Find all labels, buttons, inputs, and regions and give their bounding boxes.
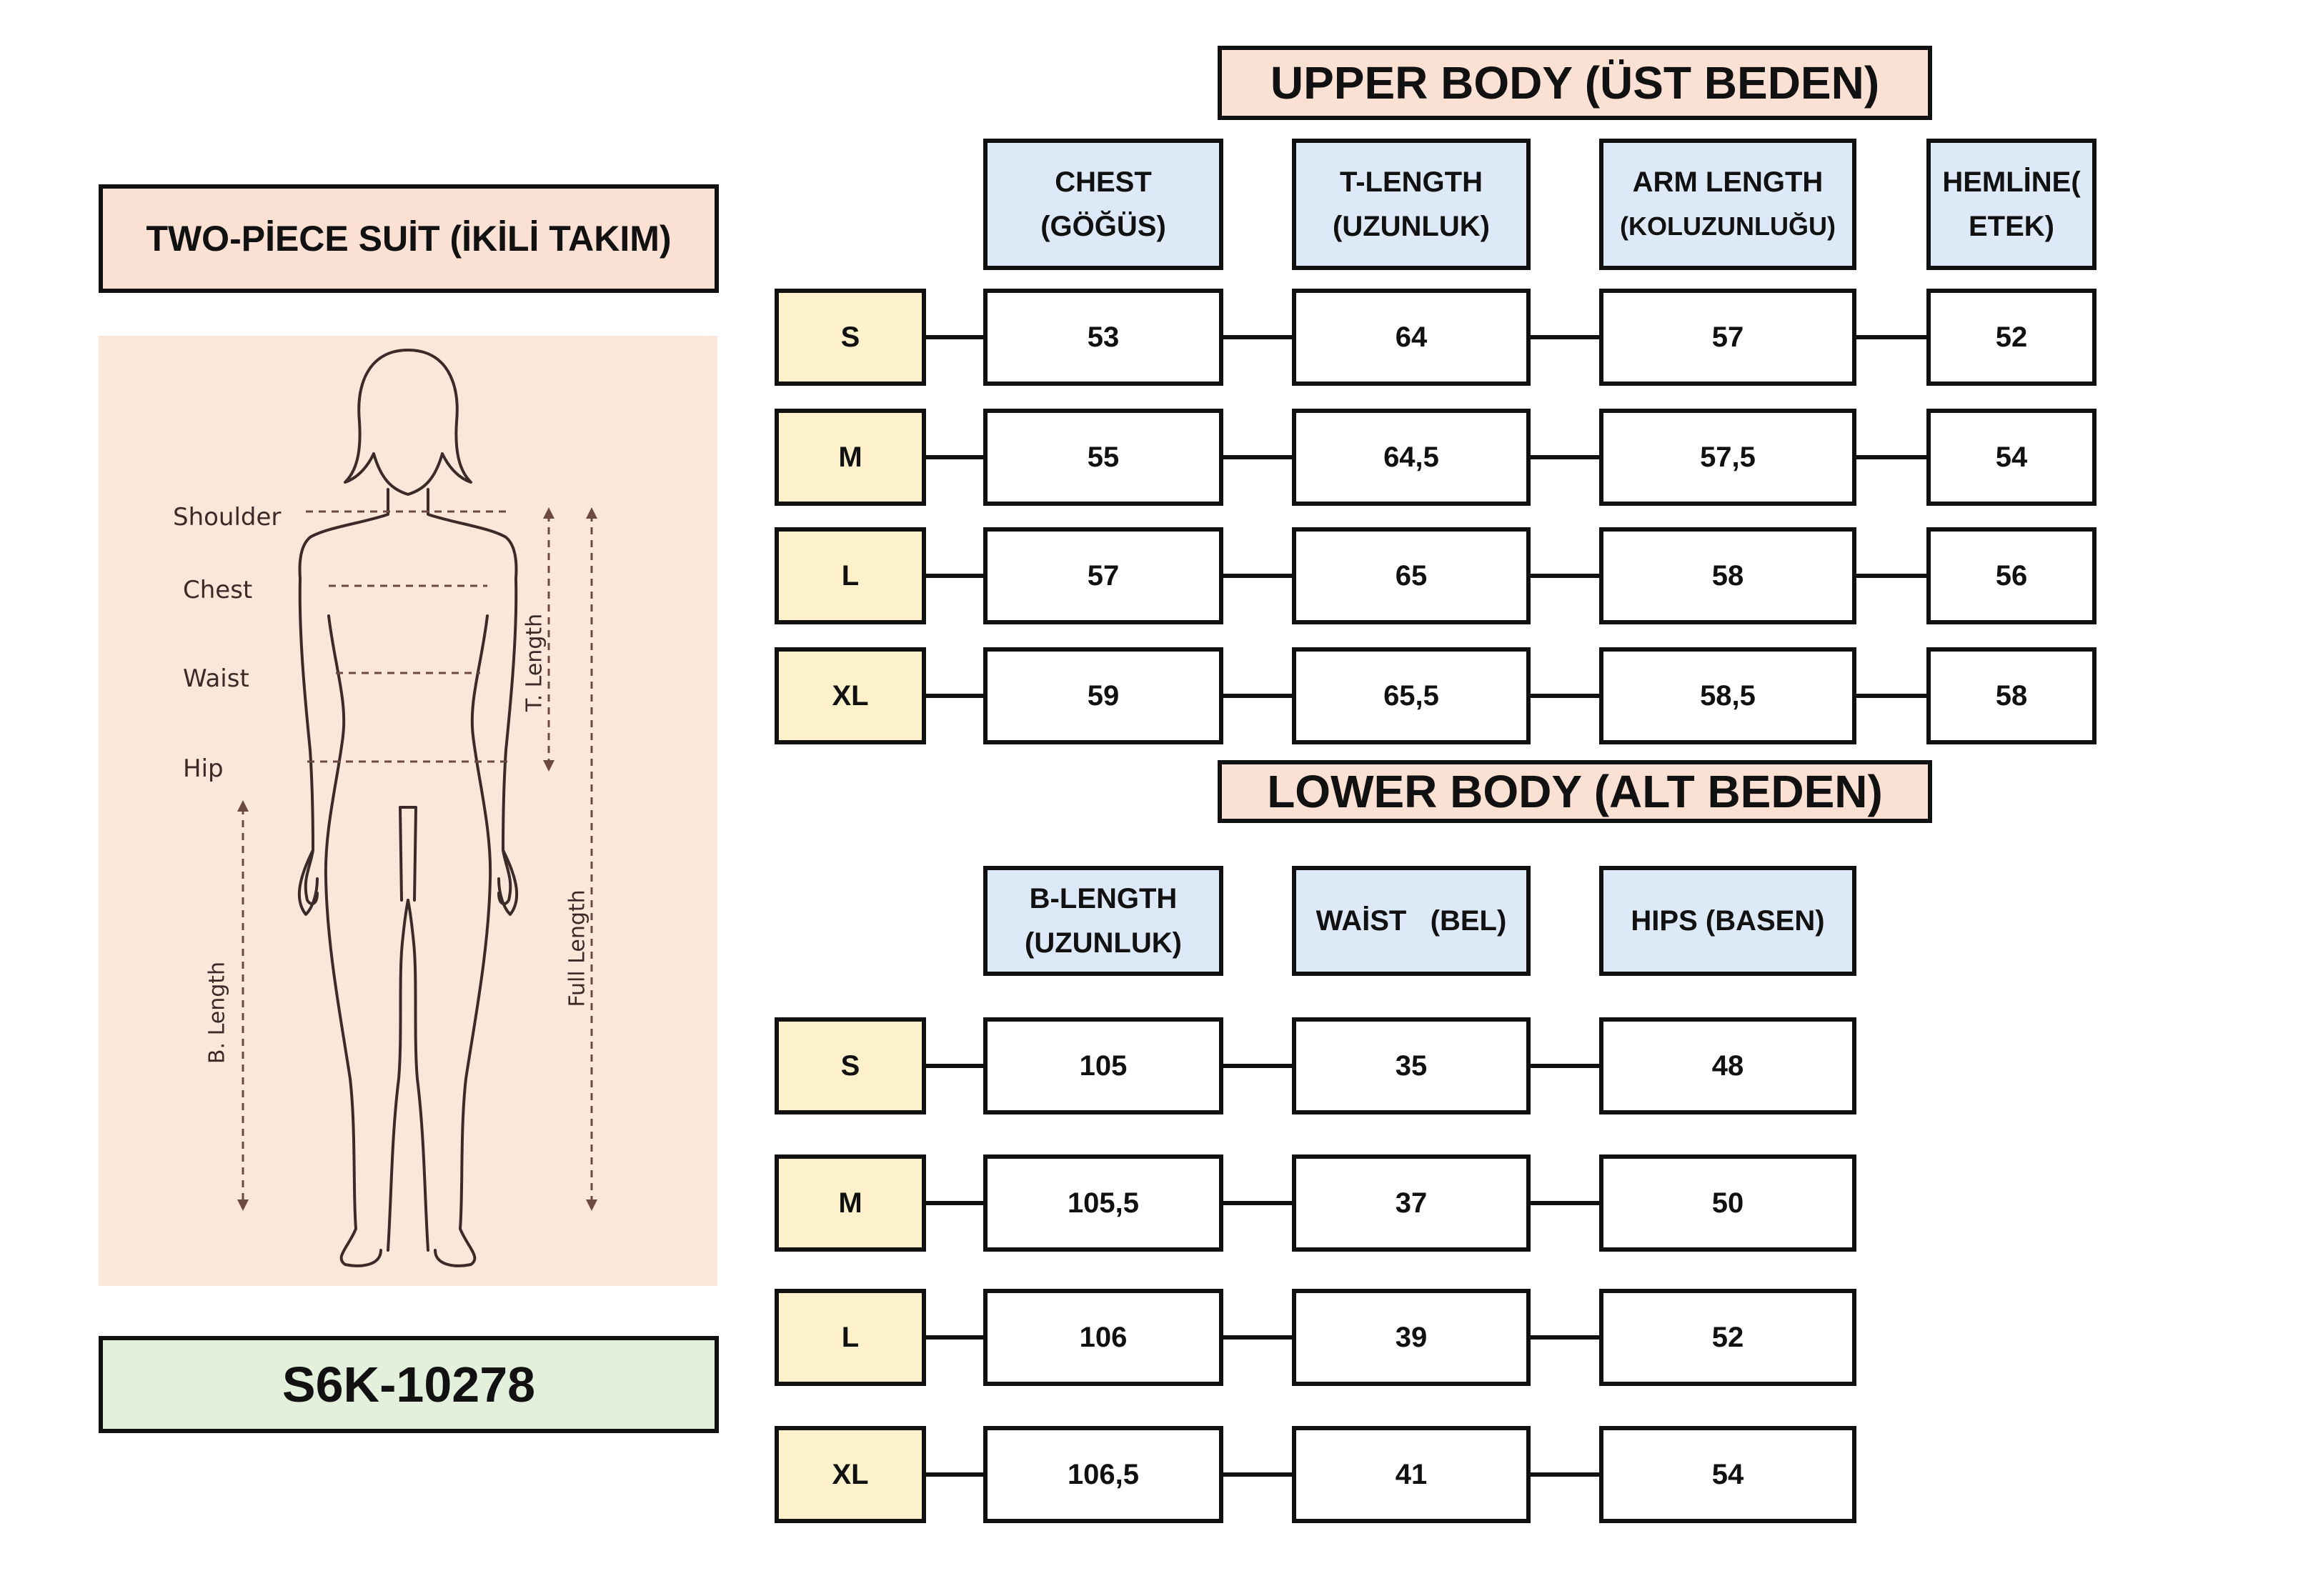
label-full-length: Full Length — [564, 889, 590, 1007]
connector-line — [1856, 455, 1926, 459]
upper-cell: 59 — [983, 647, 1223, 744]
connector-line — [1531, 1064, 1599, 1068]
connector-line — [1856, 335, 1926, 339]
lower-cell: 106 — [983, 1289, 1223, 1386]
upper-size-xl: XL — [775, 647, 926, 744]
header-line-1: HIPS (BASEN) — [1631, 905, 1825, 937]
connector-line — [1223, 335, 1292, 339]
upper-cell: 58 — [1599, 527, 1856, 624]
header-line-1: HEMLİNE( — [1942, 166, 2081, 198]
upper-size-m: M — [775, 409, 926, 506]
connector-line — [926, 335, 983, 339]
lower-size-m: M — [775, 1154, 926, 1252]
upper-cell: 55 — [983, 409, 1223, 506]
header-line-2: (GÖĞÜS) — [1040, 211, 1166, 242]
connector-line — [1531, 574, 1599, 578]
lower-cell: 48 — [1599, 1017, 1856, 1114]
connector-line — [926, 1064, 983, 1068]
lower-header-2: WAİST (BEL) — [1292, 866, 1531, 976]
upper-cell: 53 — [983, 289, 1223, 386]
connector-line — [926, 455, 983, 459]
label-t-length: T. Length — [522, 613, 547, 712]
connector-line — [1223, 1472, 1292, 1477]
lower-cell: 105 — [983, 1017, 1223, 1114]
header-line-1: CHEST — [1055, 166, 1152, 198]
lower-size-s: S — [775, 1017, 926, 1114]
lower-cell: 37 — [1292, 1154, 1531, 1252]
connector-line — [926, 574, 983, 578]
lower-cell: 106,5 — [983, 1426, 1223, 1523]
upper-cell: 65,5 — [1292, 647, 1531, 744]
lower-cell: 105,5 — [983, 1154, 1223, 1252]
upper-cell: 57,5 — [1599, 409, 1856, 506]
upper-body-title: UPPER BODY (ÜST BEDEN) — [1218, 46, 1932, 120]
connector-line — [1531, 1472, 1599, 1477]
upper-cell: 58,5 — [1599, 647, 1856, 744]
female-silhouette-icon — [237, 349, 597, 1267]
upper-cell: 54 — [1926, 409, 2096, 506]
connector-line — [1856, 574, 1926, 578]
upper-cell: 52 — [1926, 289, 2096, 386]
connector-line — [926, 1335, 983, 1340]
connector-line — [1223, 574, 1292, 578]
header-line-2: (UZUNLUK) — [1025, 927, 1182, 959]
upper-cell: 56 — [1926, 527, 2096, 624]
connector-line — [1531, 694, 1599, 698]
connector-line — [1856, 694, 1926, 698]
upper-cell: 58 — [1926, 647, 2096, 744]
lower-cell: 54 — [1599, 1426, 1856, 1523]
product-title: TWO-PİECE SUİT (İKİLİ TAKIM) — [99, 184, 719, 293]
lower-size-xl: XL — [775, 1426, 926, 1523]
upper-cell: 57 — [1599, 289, 1856, 386]
connector-line — [1223, 1064, 1292, 1068]
lower-body-title: LOWER BODY (ALT BEDEN) — [1218, 760, 1932, 823]
upper-size-s: S — [775, 289, 926, 386]
upper-cell: 64 — [1292, 289, 1531, 386]
connector-line — [926, 694, 983, 698]
header-line-2: (KOLUZUNLUĞU) — [1620, 211, 1836, 241]
header-line-2: (UZUNLUK) — [1333, 211, 1490, 242]
upper-header-2: T-LENGTH (UZUNLUK) — [1292, 139, 1531, 270]
header-line-1: WAİST (BEL) — [1315, 905, 1507, 937]
connector-line — [1223, 455, 1292, 459]
connector-line — [926, 1472, 983, 1477]
upper-size-l: L — [775, 527, 926, 624]
label-waist: Waist — [183, 664, 249, 693]
lower-cell: 50 — [1599, 1154, 1856, 1252]
label-hip: Hip — [183, 754, 224, 783]
upper-header-3: ARM LENGTH (KOLUZUNLUĞU) — [1599, 139, 1856, 270]
upper-header-4: HEMLİNE( ETEK) — [1926, 139, 2096, 270]
connector-line — [1531, 335, 1599, 339]
connector-line — [1223, 1335, 1292, 1340]
label-shoulder: Shoulder — [173, 503, 282, 532]
upper-cell: 57 — [983, 527, 1223, 624]
connector-line — [1531, 1335, 1599, 1340]
body-measurement-figure: Shoulder Chest Waist Hip T. Length Full … — [99, 336, 717, 1286]
connector-line — [1223, 1201, 1292, 1205]
lower-header-3: HIPS (BASEN) — [1599, 866, 1856, 976]
connector-line — [926, 1201, 983, 1205]
lower-cell: 35 — [1292, 1017, 1531, 1114]
lower-cell: 39 — [1292, 1289, 1531, 1386]
upper-cell: 65 — [1292, 527, 1531, 624]
header-line-1: B-LENGTH — [1029, 883, 1178, 914]
connector-line — [1531, 455, 1599, 459]
lower-size-l: L — [775, 1289, 926, 1386]
product-code: S6K-10278 — [99, 1336, 719, 1433]
connector-line — [1223, 694, 1292, 698]
lower-header-1: B-LENGTH (UZUNLUK) — [983, 866, 1223, 976]
upper-cell: 64,5 — [1292, 409, 1531, 506]
header-line-1: ARM LENGTH — [1632, 166, 1824, 198]
lower-cell: 52 — [1599, 1289, 1856, 1386]
label-chest: Chest — [183, 576, 253, 604]
upper-header-1: CHEST (GÖĞÜS) — [983, 139, 1223, 270]
header-line-2: ETEK) — [1969, 211, 2054, 242]
connector-line — [1531, 1201, 1599, 1205]
label-b-length: B. Length — [204, 961, 230, 1064]
header-line-1: T-LENGTH — [1340, 166, 1483, 198]
lower-cell: 41 — [1292, 1426, 1531, 1523]
